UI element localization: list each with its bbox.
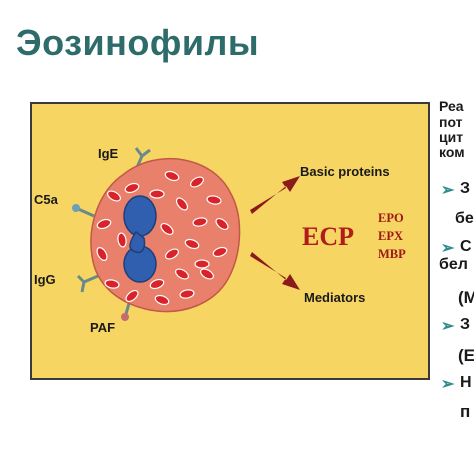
bullet-5-cont: п — [460, 402, 471, 421]
bullet-3-text: (М — [458, 288, 474, 307]
granule — [149, 278, 165, 290]
bullet-4-marker: ➢ — [441, 318, 455, 335]
granule — [179, 289, 195, 299]
bullet-2-marker: ➢ — [441, 240, 455, 257]
granules — [96, 170, 229, 306]
bullet-4-text: З — [460, 316, 471, 333]
bullet-2-text: С — [460, 238, 472, 255]
granule — [200, 268, 214, 280]
granule — [124, 182, 140, 194]
eosinophil-diagram: IgE C5a IgG PAF Basic proteins Mediators… — [30, 102, 430, 380]
granule — [104, 279, 120, 289]
epx-label: EPX — [378, 229, 403, 243]
arrow-down — [250, 252, 300, 290]
bullet-4-cont: (Е — [458, 346, 474, 365]
c5a-ligand — [72, 204, 80, 212]
arrow-up — [250, 176, 300, 214]
mbp-label: MBP — [378, 247, 406, 261]
ecp-label: ECP — [302, 222, 354, 251]
slide-title: Эозинофилы — [16, 22, 260, 63]
bullet-1-cont: бе — [455, 210, 474, 227]
side-line-1: Реа — [439, 98, 464, 114]
bullet-5-marker: ➢ — [441, 376, 455, 393]
bullet-1-marker: ➢ — [441, 182, 455, 199]
c5a-label: C5a — [34, 192, 58, 207]
granule — [206, 195, 222, 205]
granule — [184, 238, 200, 250]
bullet-2-cont: бел — [439, 256, 468, 273]
eosinophil-figure — [72, 147, 300, 321]
granule — [164, 170, 180, 182]
granule — [160, 222, 174, 236]
granule — [154, 294, 170, 306]
granule — [96, 247, 108, 261]
granule — [192, 217, 208, 227]
igg-label: IgG — [34, 272, 56, 287]
granule — [212, 246, 228, 258]
mediators-label: Mediators — [304, 290, 366, 305]
ige-label: IgE — [98, 146, 119, 161]
granule — [117, 232, 127, 248]
bullet-5-text: Н — [460, 374, 472, 391]
granule — [107, 190, 121, 202]
side-line-4: ком — [439, 144, 465, 160]
side-line-2: пот — [439, 114, 463, 130]
basic-proteins-label: Basic proteins — [300, 164, 390, 179]
side-line-3: цит — [439, 129, 464, 145]
bullet-1-text: З — [460, 180, 471, 197]
granule — [215, 217, 229, 231]
epo-label: EPO — [378, 211, 404, 225]
granule — [190, 176, 204, 188]
granule — [125, 289, 139, 303]
granule — [175, 197, 189, 211]
paf-label: PAF — [90, 320, 116, 335]
granule — [194, 259, 210, 269]
granule — [165, 248, 179, 260]
igg-receptor — [76, 274, 99, 293]
nucleus — [123, 195, 157, 283]
paf-ligand — [121, 313, 129, 321]
granule — [175, 268, 189, 280]
granule — [96, 218, 112, 230]
granule — [149, 189, 165, 199]
